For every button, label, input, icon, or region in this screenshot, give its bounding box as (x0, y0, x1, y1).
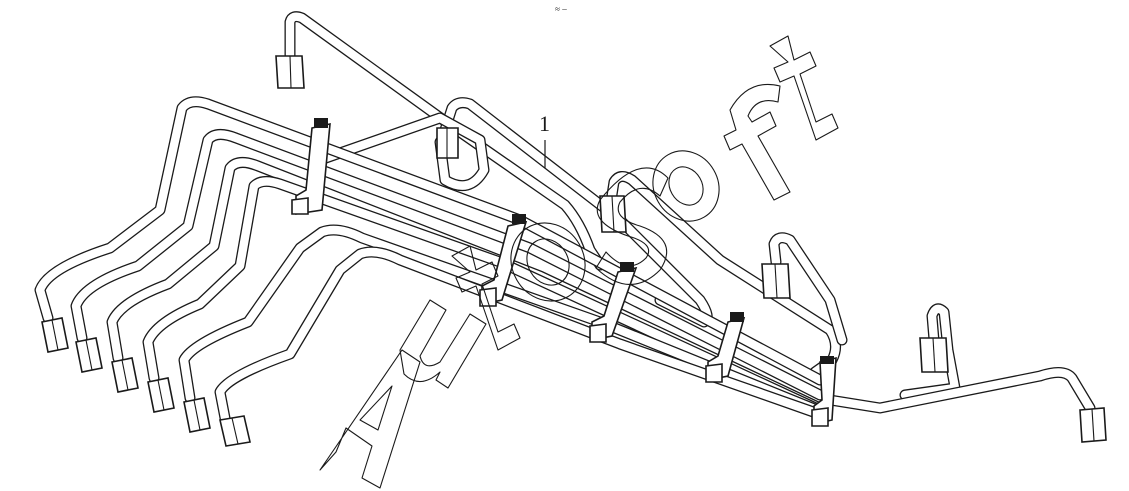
fitting-left-4 (147, 377, 175, 413)
fitting-upper-3 (599, 195, 627, 233)
main-run-2 (70, 129, 826, 401)
fitting-upper-5 (919, 337, 949, 373)
main-run-4 (142, 175, 826, 416)
upper-pipe-4 (768, 232, 848, 346)
fitting-left-6 (219, 415, 251, 447)
callout-1: 1 (539, 111, 550, 168)
fitting-upper-1 (275, 55, 305, 89)
upper-loop-pipe (314, 112, 490, 192)
injector-fittings-left (41, 317, 251, 447)
right-end-pipe (824, 367, 1096, 414)
clamp-5 (811, 356, 837, 427)
upper-pipe-3 (606, 171, 841, 378)
fitting-upper-2 (436, 127, 459, 159)
clamp-4 (705, 312, 746, 383)
fitting-left-3 (111, 357, 139, 393)
fitting-left-1 (41, 317, 69, 353)
corner-mark: ≈ – (555, 4, 567, 14)
fitting-right-end (1079, 407, 1107, 443)
injector-fittings-upper (275, 55, 1107, 443)
clamp-1 (291, 118, 331, 215)
main-run-6 (214, 246, 828, 424)
fitting-left-5 (183, 397, 211, 433)
fitting-upper-4 (761, 263, 791, 299)
clamp-3 (589, 262, 638, 343)
main-run-5 (178, 224, 828, 418)
pipe-clamps (291, 118, 837, 427)
autosoft-watermark (319, 35, 839, 489)
main-run-3 (106, 157, 826, 414)
fitting-left-2 (75, 337, 103, 373)
pipe-bundle (34, 11, 1096, 424)
callout-label: 1 (539, 111, 550, 136)
main-run-1 (34, 96, 826, 386)
